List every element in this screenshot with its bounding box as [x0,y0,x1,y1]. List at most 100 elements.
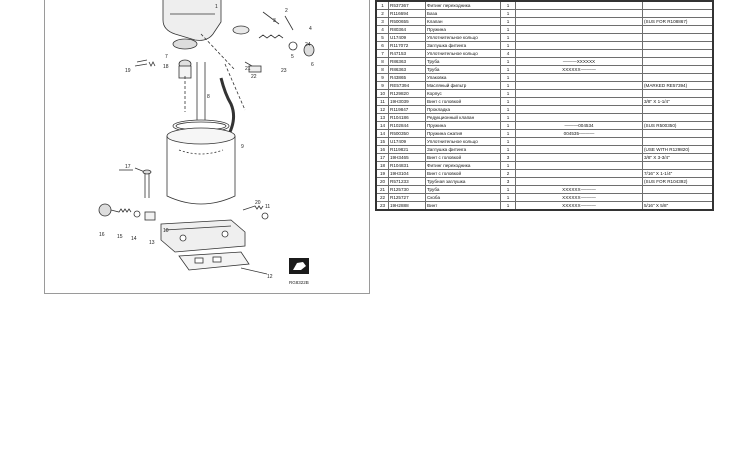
reference-code: RG8322B [289,280,309,285]
callout-12: 12 [267,274,273,280]
part-name-cell: Уплотнительное кольцо [425,137,501,146]
serial-range-cell [515,49,643,58]
quantity-cell: 1 [500,137,516,146]
part-name-cell: Труба [425,185,501,194]
part-number-cell: 15 [375,137,389,146]
remark-cell: 3/8" X 3-3/4" [642,153,714,162]
serial-range-cell [515,9,643,18]
part-name-cell: Винт [425,201,501,211]
callout-5: 5 [291,54,294,60]
remark-cell [642,113,714,122]
quantity-cell: 1 [500,105,516,114]
callout-10: 10 [163,228,169,234]
remark-cell: 7/16" X 1-1/4" [642,169,714,178]
part-name-cell: Заглушка фитинга [425,145,501,154]
part-code-cell: R537367 [388,0,426,10]
serial-range-cell [515,41,643,50]
serial-range-cell [515,161,643,170]
callout-24: 24 [305,42,311,48]
quantity-cell: 1 [500,0,516,10]
serial-range-cell [515,25,643,34]
quantity-cell: 1 [500,73,516,82]
part-name-cell: Масляный фильтр [425,81,501,90]
remark-cell [642,65,714,74]
part-code-cell: R571233 [388,177,426,186]
remark-cell [642,41,714,50]
part-number-cell: 21 [375,185,389,194]
remark-cell [642,137,714,146]
callout-13: 13 [149,240,155,246]
part-name-cell: Упаковка [425,73,501,82]
part-number-cell: 9 [375,81,389,90]
quantity-cell: 1 [500,65,516,74]
callout-2: 2 [285,8,288,14]
part-code-cell: R104186 [388,113,426,122]
part-code-cell: R47153 [388,49,426,58]
remark-cell [642,161,714,170]
callout-16: 16 [99,232,105,238]
john-deere-logo-icon: JOHN DEERE [289,258,317,278]
part-number-cell: 12 [375,105,389,114]
serial-range-cell [515,81,643,90]
part-name-cell: Корпус [425,89,501,98]
part-code-cell: R500350 [388,129,426,138]
part-number-cell: 11 [375,97,389,106]
remark-cell [642,57,714,66]
quantity-cell: 1 [500,89,516,98]
quantity-cell: 1 [500,97,516,106]
quantity-cell: 1 [500,33,516,42]
part-number-cell: 1 [375,0,389,10]
serial-range-cell: XXXXXX-——— [515,185,643,194]
callout-14: 14 [131,236,137,242]
callout-8: 8 [207,94,210,100]
remark-cell [642,73,714,82]
serial-range-cell [515,137,643,146]
remark-cell [642,33,714,42]
part-code-cell: R500655 [388,17,426,26]
part-number-cell: 6 [375,41,389,50]
callout-15: 15 [117,234,123,240]
part-number-cell: 13 [375,113,389,122]
serial-range-cell: 004535-——— [515,129,643,138]
quantity-cell: 3 [500,153,516,162]
serial-range-cell [515,33,643,42]
remark-cell [642,129,714,138]
part-name-cell: Винт с головкой [425,153,501,162]
part-name-cell: Пружина сжатия [425,129,501,138]
part-number-cell: 4 [375,25,389,34]
quantity-cell: 1 [500,57,516,66]
quantity-cell: 1 [500,121,516,130]
part-code-cell: 19H3104 [388,169,426,178]
part-name-cell: Пружина [425,25,501,34]
quantity-cell: 1 [500,9,516,18]
part-code-cell: R129820 [388,89,426,98]
part-number-cell: 14 [375,129,389,138]
part-code-cell: R119821 [388,145,426,154]
part-code-cell: R86363 [388,65,426,74]
part-number-cell: 3 [375,17,389,26]
part-name-cell: База [425,9,501,18]
part-number-cell: 8 [375,57,389,66]
callout-17: 17 [125,164,131,170]
serial-range-cell [515,0,643,10]
quantity-cell: 1 [500,81,516,90]
serial-range-cell: XXXXXX-——— [515,65,643,74]
quantity-cell: 1 [500,41,516,50]
quantity-cell: 3 [500,177,516,186]
part-number-cell: 19 [375,169,389,178]
part-code-cell: U17409 [388,137,426,146]
remark-cell: (MARKED RE57394) [642,81,714,90]
part-code-cell: R104831 [388,161,426,170]
part-number-cell: 8 [375,65,389,74]
serial-range-cell [515,169,643,178]
remark-cell [642,105,714,114]
part-number-cell: 22 [375,193,389,202]
callout-23: 23 [281,68,287,74]
